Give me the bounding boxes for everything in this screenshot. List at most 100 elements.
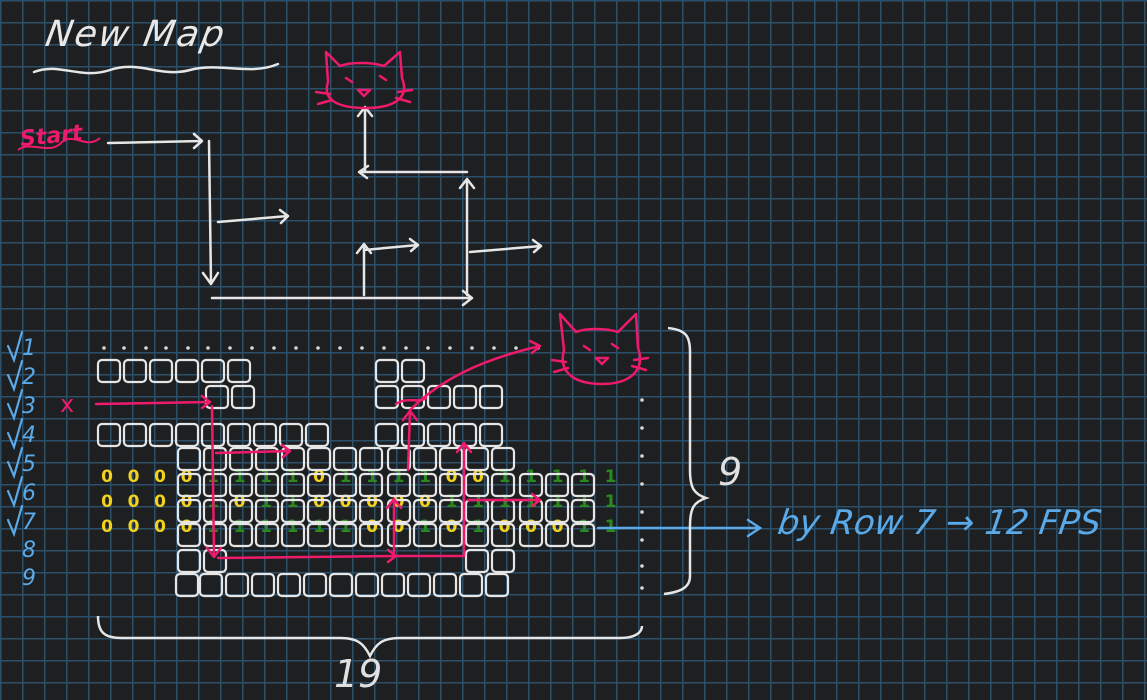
wall-block: [412, 498, 438, 524]
map-cell: 0: [180, 467, 193, 487]
row-label-7: 7: [22, 510, 36, 535]
wall-block: [438, 446, 464, 472]
wall-block: [490, 446, 516, 472]
wall-block: [176, 548, 202, 574]
wall-block: [464, 446, 490, 472]
wall-block: [464, 522, 490, 548]
map-cell: 1: [498, 492, 511, 512]
map-cell: 0: [127, 517, 140, 537]
wall-block: [400, 422, 426, 448]
map-cell: 0: [313, 492, 325, 512]
map-cell: 1: [551, 492, 564, 512]
wall-block: [204, 384, 230, 410]
wall-block: [432, 572, 458, 598]
map-cell: 0: [180, 517, 193, 537]
wall-block: [202, 498, 228, 524]
map-cell: 1: [392, 467, 405, 487]
map-cell: 0: [154, 517, 166, 537]
wall-block: [176, 498, 202, 524]
wall-block: [544, 498, 570, 524]
map-cell: 1: [339, 467, 352, 487]
wall-block: [518, 498, 544, 524]
wall-block: [252, 422, 278, 448]
wall-block: [200, 358, 226, 384]
wall-block: [406, 572, 432, 598]
map-cell: 0: [154, 467, 166, 487]
map-cell: 1: [366, 467, 378, 487]
wall-block: [412, 446, 438, 472]
wall-block: [490, 548, 516, 574]
wall-block: [358, 472, 384, 498]
map-cell: 1: [260, 467, 272, 487]
wall-block: [354, 572, 380, 598]
wall-block: [374, 358, 400, 384]
wall-block: [306, 498, 332, 524]
wall-block: [380, 572, 406, 598]
map-cell: 1: [578, 467, 590, 487]
map-cell: 0: [101, 467, 113, 487]
width-label: 19: [334, 652, 383, 696]
wall-block: [306, 472, 332, 498]
wall-block: [306, 522, 332, 548]
wall-block: [570, 472, 596, 498]
map-cell: 1: [498, 467, 511, 487]
wall-block: [386, 446, 412, 472]
wall-block: [280, 472, 306, 498]
map-cell: 1: [445, 492, 458, 512]
map-cell: 1: [419, 467, 431, 487]
height-brace: [663, 326, 710, 596]
map-cell: 1: [233, 517, 246, 537]
map-cell: 0: [498, 517, 511, 537]
wall-block: [490, 472, 516, 498]
map-cell: 0: [339, 492, 352, 512]
map-cell: 0: [472, 467, 484, 487]
map-cell: 0: [127, 467, 140, 487]
wall-block: [332, 446, 358, 472]
wall-block: [374, 384, 400, 410]
map-cell: 0: [445, 517, 458, 537]
wall-block: [254, 446, 280, 472]
wall-block: [176, 446, 202, 472]
wall-block: [518, 472, 544, 498]
wall-block: [386, 472, 412, 498]
wall-block: [490, 522, 516, 548]
wall-block: [174, 572, 200, 598]
wall-block: [148, 422, 174, 448]
row-label-8: 8: [22, 538, 36, 563]
wall-block: [426, 422, 452, 448]
map-cell: 0: [445, 467, 458, 487]
wall-block: [226, 358, 252, 384]
wall-block: [228, 522, 254, 548]
map-cell: 0: [233, 492, 246, 512]
map-cell: 0: [154, 492, 166, 512]
map-cell: 0: [525, 517, 537, 537]
wall-block: [254, 498, 280, 524]
wall-block: [228, 446, 254, 472]
wall-block: [276, 572, 302, 598]
wall-block: [280, 446, 306, 472]
map-cell: 0: [366, 517, 378, 537]
map-cell: 1: [419, 517, 431, 537]
map-cell: 1: [604, 467, 617, 487]
wall-block: [458, 572, 484, 598]
wall-block: [400, 384, 426, 410]
wall-block: [280, 498, 306, 524]
wall-block: [484, 572, 510, 598]
row-label-5: 5: [22, 452, 36, 477]
row-label-2: 2: [22, 365, 36, 390]
wall-block: [452, 384, 478, 410]
wall-block: [202, 446, 228, 472]
map-cell: 0: [313, 467, 325, 487]
map-cell: 1: [472, 517, 484, 537]
map-cell: 1: [472, 492, 484, 512]
wall-block: [306, 446, 332, 472]
wall-block: [96, 358, 122, 384]
row-label-9: 9: [22, 566, 36, 591]
wall-block: [202, 472, 228, 498]
start-scribble: [17, 137, 101, 151]
wall-block: [358, 522, 384, 548]
wall-block: [426, 384, 452, 410]
wall-block: [438, 498, 464, 524]
cat-icon: [550, 312, 650, 386]
